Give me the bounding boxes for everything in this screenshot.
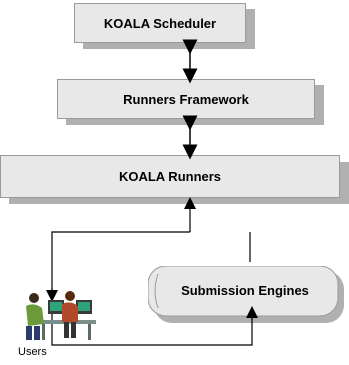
users-label: Users (18, 346, 47, 358)
submission-engines-label: Submission Engines (181, 282, 309, 298)
runners-framework-label: Runners Framework (123, 91, 249, 107)
koala-runners-label: KOALA Runners (118, 169, 222, 184)
users-to-submission-line (51, 312, 253, 346)
koala-scheduler-box: KOALA Scheduler (74, 3, 246, 43)
submission-engines-shape (148, 266, 344, 323)
users-icon (26, 291, 96, 340)
users-to-runners-line (51, 231, 190, 300)
koala-runners-box: KOALA Runners (0, 155, 340, 198)
submission-engines-label-box: Submission Engines (160, 268, 330, 312)
koala-scheduler-label: KOALA Scheduler (103, 15, 217, 31)
